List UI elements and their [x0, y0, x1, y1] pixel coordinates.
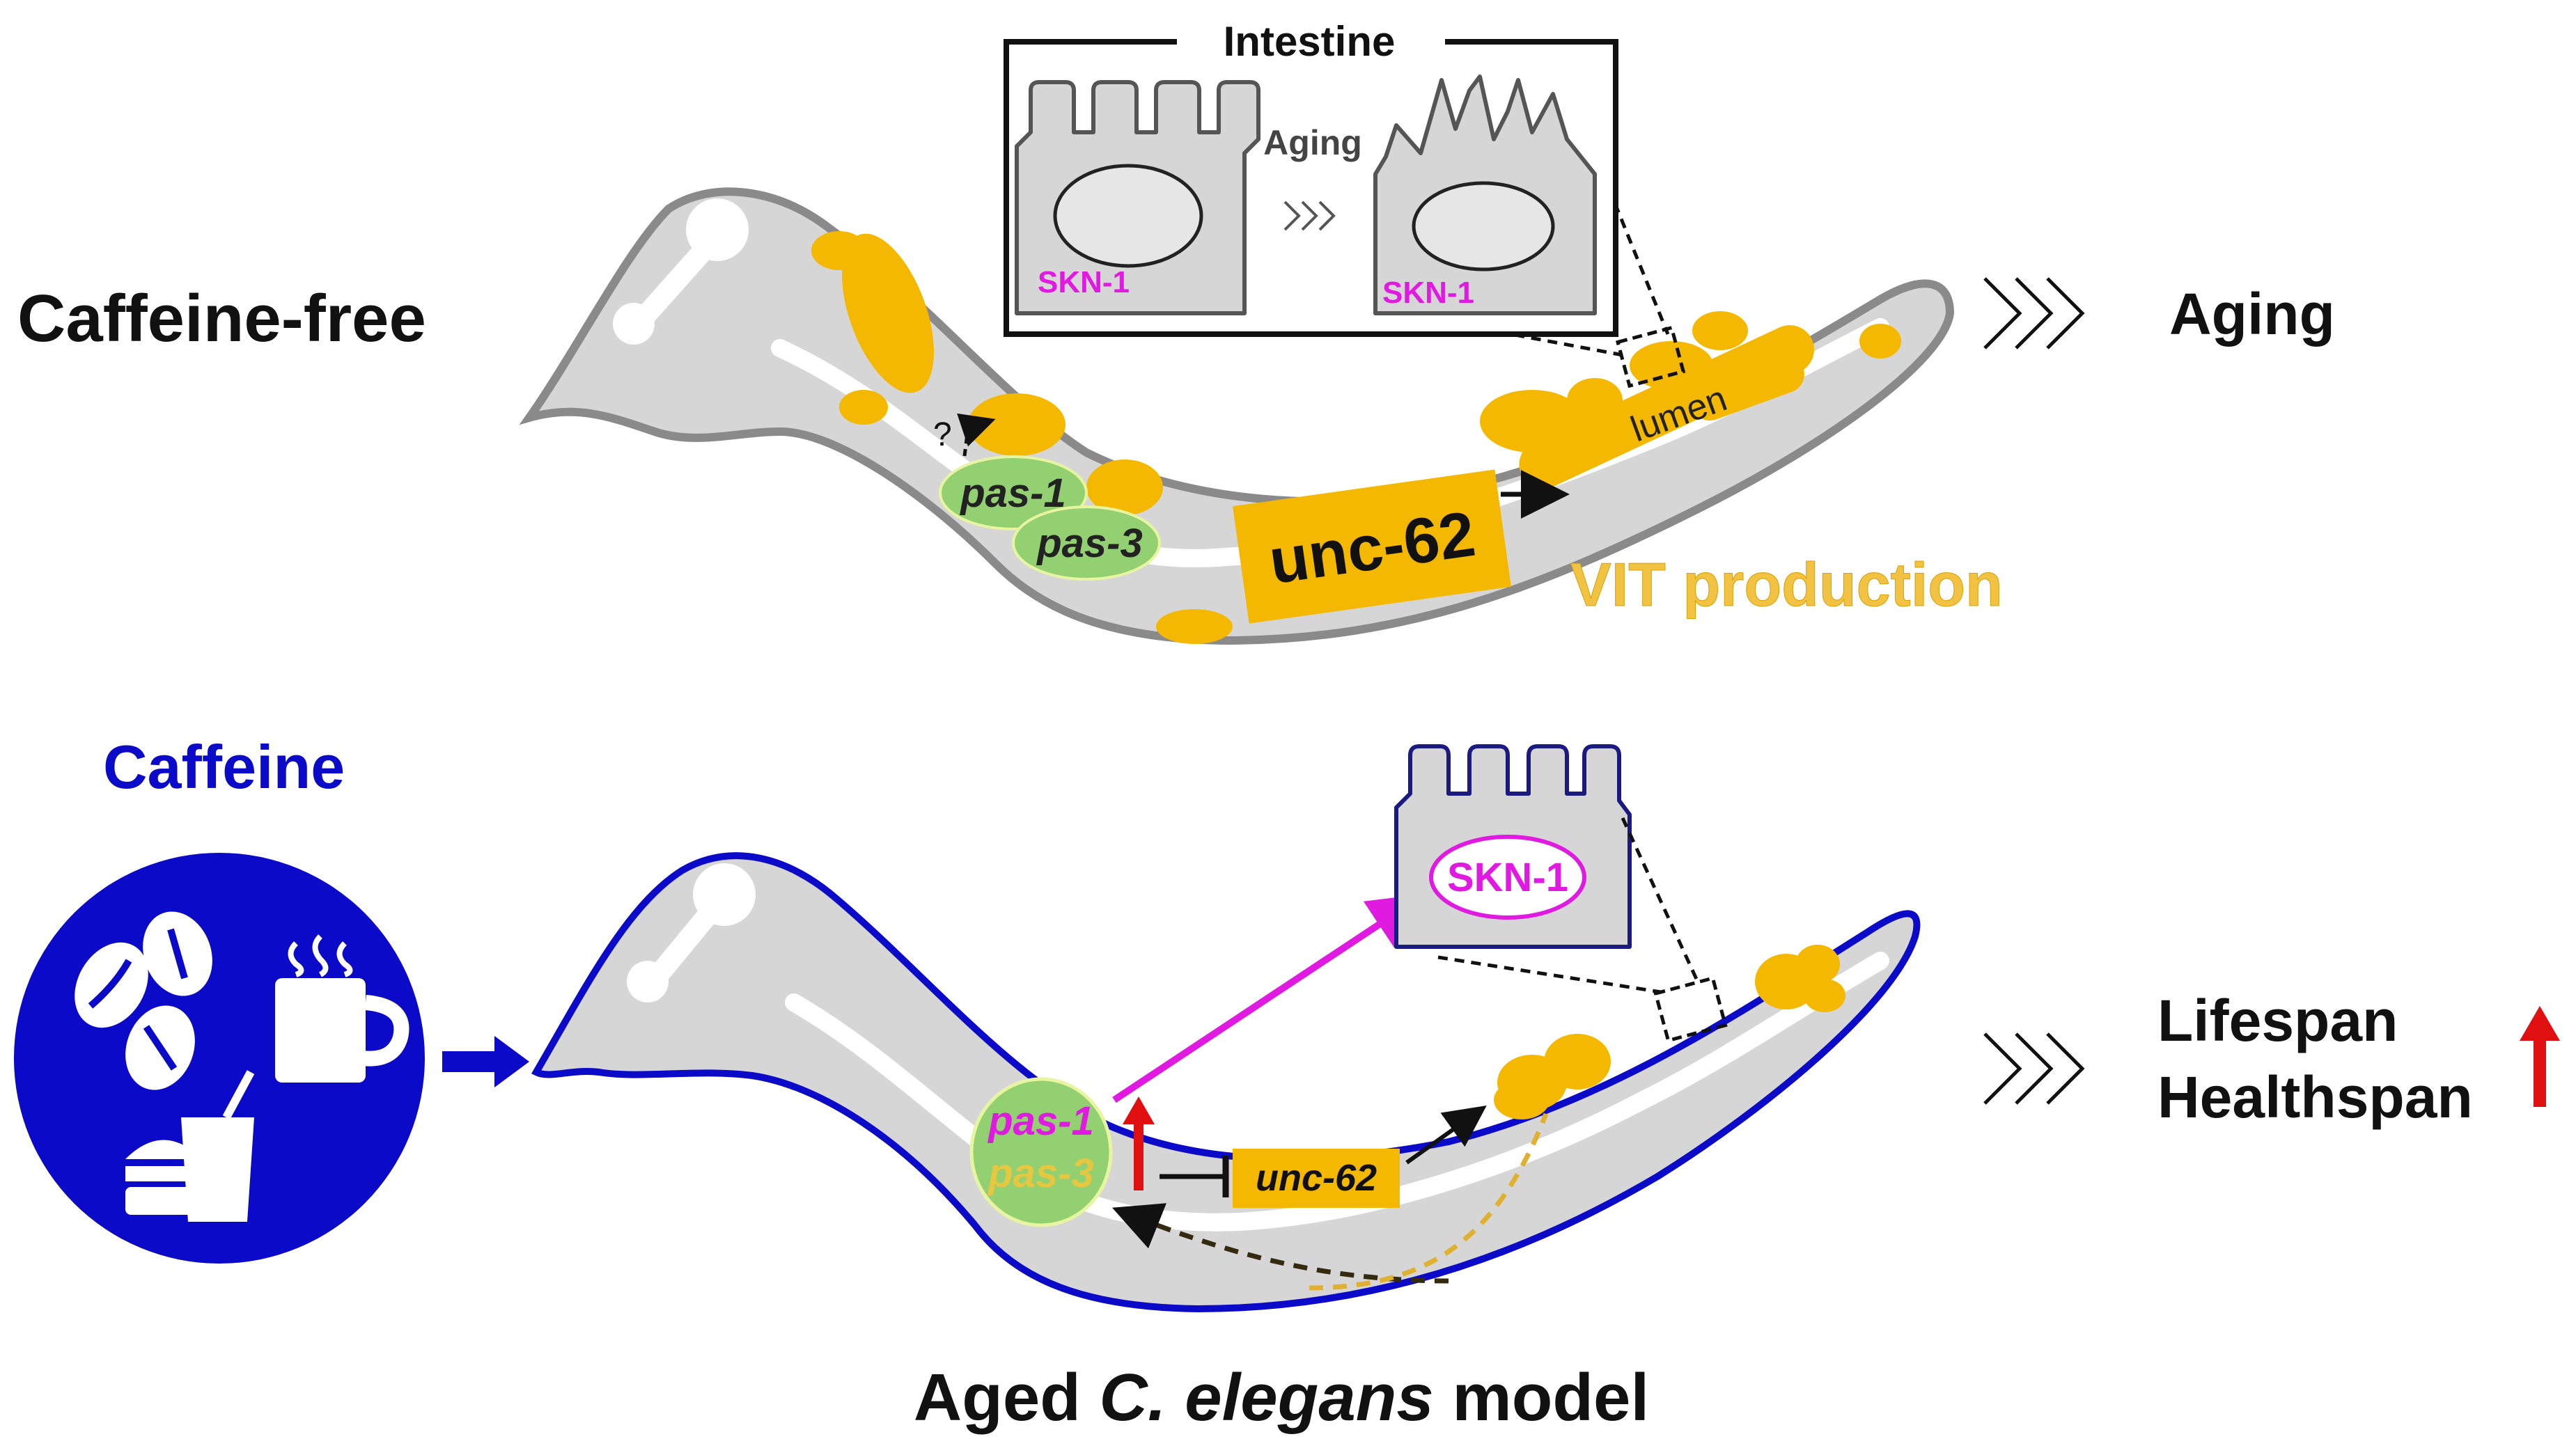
caption-part1: Aged — [914, 1360, 1100, 1435]
skn1-label-bottom: SKN-1 — [1447, 855, 1568, 900]
pas3-label-top: pas-3 — [1036, 521, 1143, 566]
burger-icon — [125, 1140, 202, 1215]
unc62-label-bottom: unc-62 — [1256, 1157, 1377, 1199]
vit-granules-bottom — [1494, 945, 1845, 1119]
intestine-zoom-region-top — [1616, 325, 1686, 388]
chevron-arrows-icon — [1983, 277, 2085, 349]
steam-icon — [288, 934, 353, 977]
up-arrow-icon — [2520, 1006, 2560, 1107]
vit-granules-top — [811, 231, 1901, 644]
up-arrow-icon — [1123, 1096, 1155, 1190]
pas1-to-skn1-arrow — [1112, 893, 1426, 1103]
young-cell: SKN-1 — [1015, 80, 1260, 315]
skn1-label-aged: SKN-1 — [1382, 276, 1474, 310]
pas-genes-top: pas-1 pas-3 — [939, 455, 1161, 581]
aging-outcome: Aging — [2169, 281, 2335, 347]
pas-genes-bottom: pas-1 pas-3 — [969, 1077, 1113, 1227]
unc62-box-top: unc-62 — [1233, 469, 1511, 624]
zoom-line-bottom-2 — [1621, 817, 1701, 986]
coffee-cup-icon — [275, 978, 409, 1083]
aged-cell: SKN-1 — [1373, 74, 1597, 315]
question-mark: ? — [933, 416, 952, 453]
vit-production-label: VIT production — [1570, 550, 2003, 619]
healthspan-outcome: Healthspan — [2157, 1064, 2473, 1130]
pas1-label-top: pas-1 — [959, 471, 1066, 516]
zoom-line-top-2 — [1607, 187, 1670, 335]
chevron-arrows-icon — [1283, 200, 1336, 231]
unc62-arrow-bottom — [1405, 1106, 1487, 1165]
caption-part3: model — [1434, 1360, 1649, 1435]
caffeine-free-label: Caffeine-free — [17, 281, 426, 356]
worm-bottom — [531, 852, 1921, 1313]
question-arrow — [957, 413, 996, 457]
inhibition-line — [1160, 1156, 1229, 1197]
figure-caption: Aged C. elegans model — [914, 1360, 1649, 1435]
caffeine-label: Caffeine — [103, 732, 345, 801]
unc62-box-bottom: unc-62 — [1233, 1149, 1400, 1208]
right-arrow-icon — [442, 1036, 529, 1087]
feedback-arrow-black — [1112, 1203, 1449, 1284]
skn1-cell: SKN-1 — [1394, 744, 1632, 949]
caption-species: C. elegans — [1100, 1360, 1434, 1435]
intestine-inset: Intestine SKN-1 Aging SKN-1 — [1004, 17, 1618, 337]
lifespan-outcome: Lifespan — [2157, 988, 2398, 1053]
chevron-arrows-icon — [1983, 1032, 2085, 1105]
skn1-label-young: SKN-1 — [1038, 265, 1130, 299]
inset-aging-label: Aging — [1263, 123, 1362, 162]
caffeine-sources-icon — [14, 853, 425, 1264]
pas1-label-bottom: pas-1 — [987, 1099, 1094, 1144]
intestine-title: Intestine — [1224, 18, 1396, 65]
feedback-arrow-yellow — [1309, 1112, 1549, 1291]
pas3-label-bottom: pas-3 — [987, 1151, 1094, 1196]
zoom-line-bottom-1 — [1437, 955, 1662, 994]
intestine-zoom-region-bottom — [1653, 976, 1728, 1043]
